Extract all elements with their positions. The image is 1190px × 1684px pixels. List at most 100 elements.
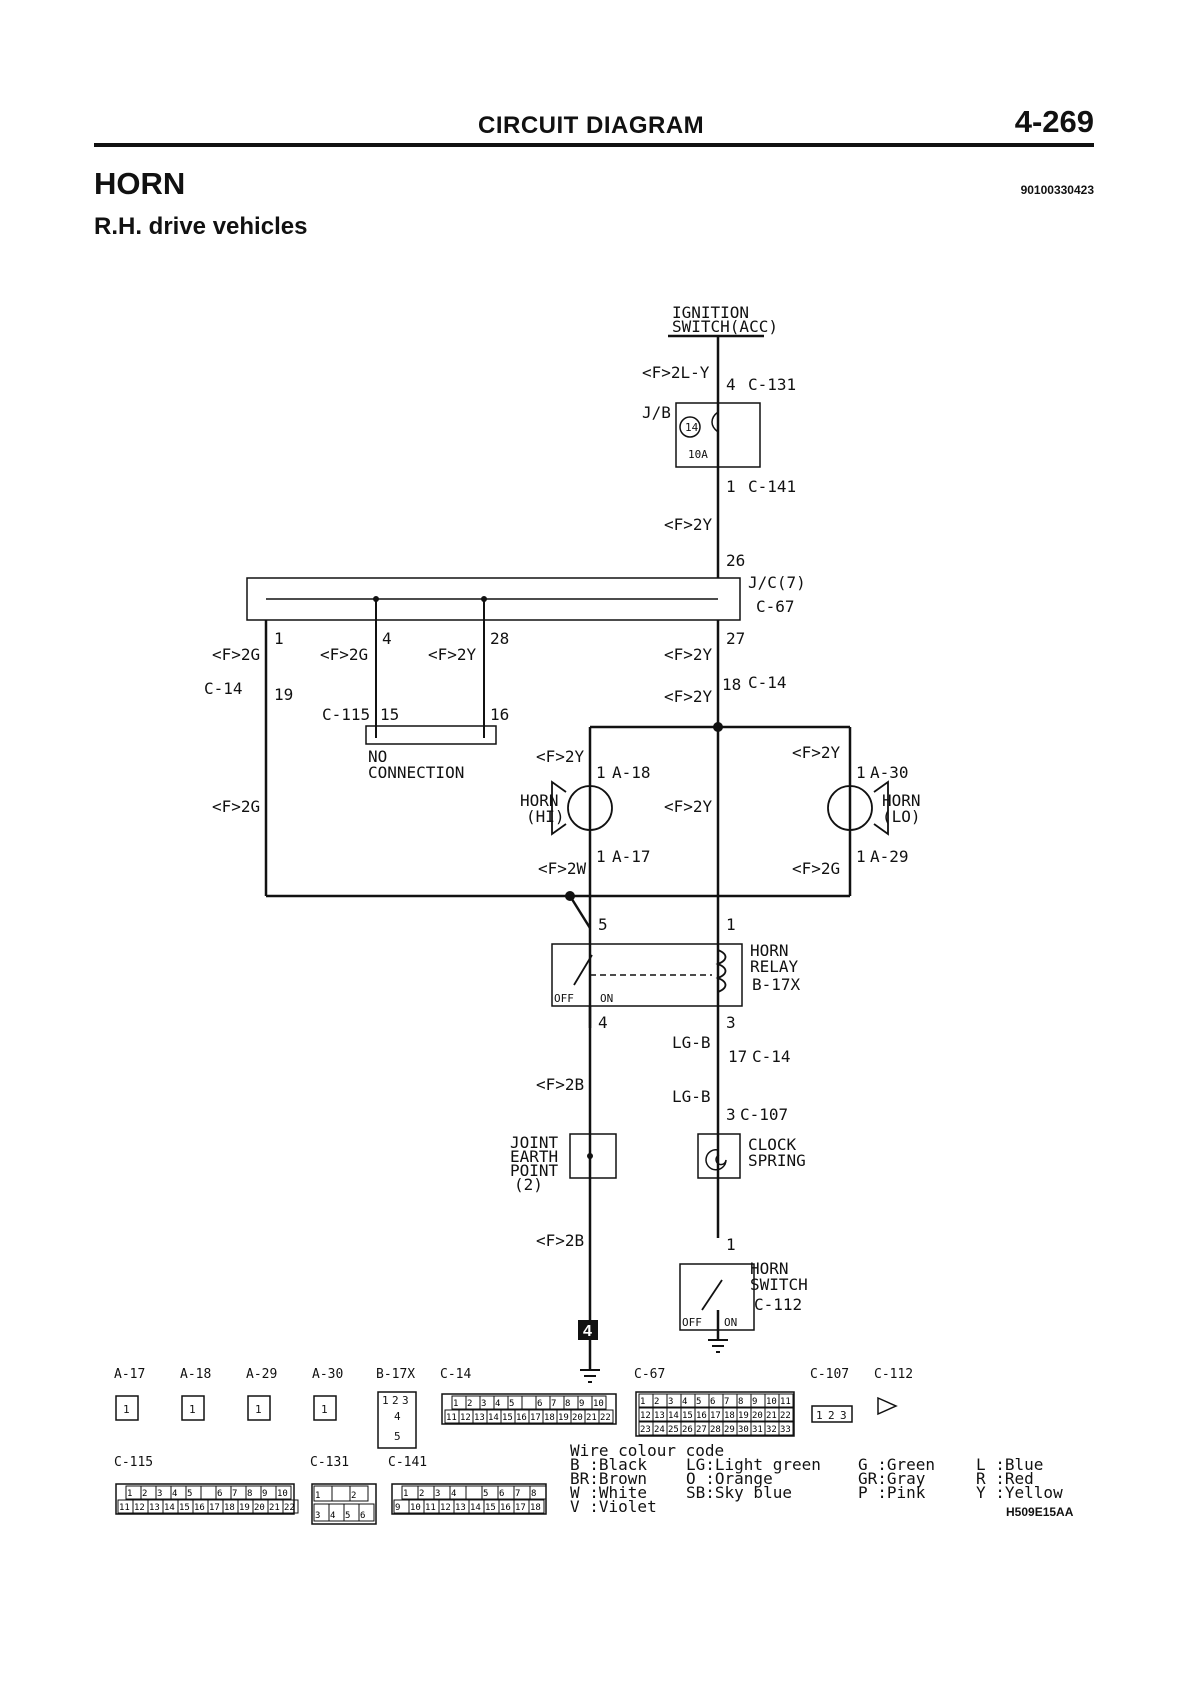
pin-label: 3 [726, 1013, 736, 1032]
pin-number: 22 [600, 1413, 611, 1423]
connector-label: C-14 [752, 1047, 791, 1066]
colour-code-entry: G :Green [858, 1455, 935, 1474]
colour-code-entry: Y :Yellow [976, 1483, 1063, 1502]
pin-label: 17 [728, 1047, 747, 1066]
connector-label: A-17 [612, 847, 651, 866]
wire-label: <F>2Y [664, 645, 713, 664]
colour-code-title: Wire colour code [570, 1441, 724, 1460]
pin-number: 10 [766, 1397, 777, 1407]
fuse-number: 14 [685, 421, 699, 434]
junction-dot [373, 596, 379, 602]
pin-number: 7 [724, 1397, 729, 1407]
pin-number: 5 [483, 1489, 488, 1499]
pin-number: 20 [752, 1411, 763, 1421]
pin-number: 5 [394, 1430, 401, 1443]
switch-off-label: OFF [682, 1316, 702, 1329]
pin-label: 26 [726, 551, 745, 570]
pin-label: 1 [726, 477, 736, 496]
pin-number: 18 [724, 1411, 735, 1421]
relay-label-2: RELAY [750, 957, 799, 976]
pin-number: 14 [488, 1413, 499, 1423]
horn-relay-box [551, 943, 743, 1007]
clock-spring-label-2: SPRING [748, 1151, 806, 1170]
pin-cell [282, 1499, 299, 1514]
jc-label: J/C(7) [748, 573, 806, 592]
pin-number: 8 [531, 1489, 536, 1499]
wire-label: <F>2Y [792, 743, 841, 762]
pin-number: 1 [640, 1397, 645, 1407]
connector-view-label: A-17 [114, 1367, 145, 1382]
connector-view-label: C-115 [114, 1455, 153, 1470]
pin-cell [778, 1421, 794, 1436]
pin-number: 5 [696, 1397, 701, 1407]
colour-code-entry: P :Pink [858, 1483, 926, 1502]
wire-label: LG-B [672, 1033, 711, 1052]
pin-number: 6 [537, 1399, 542, 1409]
connector-c14 [441, 1393, 617, 1425]
relay-off-label: OFF [554, 992, 574, 1005]
junction-dot [565, 891, 575, 901]
pin-number: 22 [780, 1411, 791, 1421]
pin-number: 1 [123, 1403, 130, 1416]
connector-c107 [811, 1405, 853, 1423]
joint-earth-point-box [569, 1133, 617, 1179]
wire-label: <F>2Y [664, 687, 713, 706]
pin-number: 32 [766, 1425, 777, 1435]
colour-code-entry: W :White [570, 1483, 647, 1502]
pin-number: 11 [446, 1413, 457, 1423]
header-title: CIRCUIT DIAGRAM [478, 112, 705, 139]
colour-code-entry: B :Black [570, 1455, 647, 1474]
pin-number: 1 [127, 1489, 132, 1499]
pin-number: 4 [451, 1489, 456, 1499]
connector-label: C-131 [748, 375, 796, 394]
connector-label: C-67 [756, 597, 795, 616]
pin-number: 18 [530, 1503, 541, 1513]
wire-label: <F>2Y [664, 797, 713, 816]
connector-label: A-30 [870, 763, 909, 782]
pin-number: 16 [194, 1503, 205, 1513]
junction-dot [481, 596, 487, 602]
wire-label: <F>2W [538, 859, 587, 878]
horn-switch-label-2: SWITCH [750, 1275, 808, 1294]
pin-cell [358, 1503, 375, 1522]
pin-label: 1 [726, 915, 736, 934]
horn-lo-symbol [827, 785, 873, 831]
pin-number: 15 [682, 1411, 693, 1421]
colour-code-entry: GR:Gray [858, 1469, 926, 1488]
pin-number: 14 [668, 1411, 679, 1421]
pin-number: 17 [710, 1411, 721, 1421]
pin-number: 7 [232, 1489, 237, 1499]
figure-code: H509E15AA [1006, 1505, 1074, 1519]
pin-number: 14 [164, 1503, 175, 1513]
pin-number: 1 [382, 1394, 389, 1407]
pin-label: 28 [490, 629, 509, 648]
connector-label: C-112 [754, 1295, 802, 1314]
connector-c112 [877, 1396, 898, 1416]
pin-number: 6 [360, 1511, 365, 1521]
colour-code-entry: V :Violet [570, 1497, 657, 1516]
pin-label: 1 [726, 1235, 736, 1254]
wire-label: <F>2G [212, 797, 260, 816]
pin-label: 1 [596, 847, 606, 866]
wire-label: <F>2Y [536, 747, 585, 766]
pin-number: 9 [395, 1503, 400, 1513]
clock-spring-coil [705, 1149, 727, 1171]
pin-number: 17 [530, 1413, 541, 1423]
connector-view-label: A-30 [312, 1367, 343, 1382]
wire-label: <F>2Y [428, 645, 477, 664]
pin-number: 1 [816, 1409, 823, 1422]
pin-number: 13 [474, 1413, 485, 1423]
connector-label: C-14 [204, 679, 243, 698]
pin-number: 8 [247, 1489, 252, 1499]
wire-label: <F>2B [536, 1231, 584, 1250]
pin-number: 12 [134, 1503, 145, 1513]
pin-cell [778, 1407, 794, 1422]
colour-code-entry: BR:Brown [570, 1469, 647, 1488]
earth-ref-badge [578, 1320, 598, 1340]
connector-label: C-115 [322, 705, 370, 724]
fuse-number-circle [679, 416, 701, 438]
joint-connector [246, 577, 741, 621]
pin-number: 20 [254, 1503, 265, 1513]
pin-number: 26 [682, 1425, 693, 1435]
pin-number: 18 [544, 1413, 555, 1423]
